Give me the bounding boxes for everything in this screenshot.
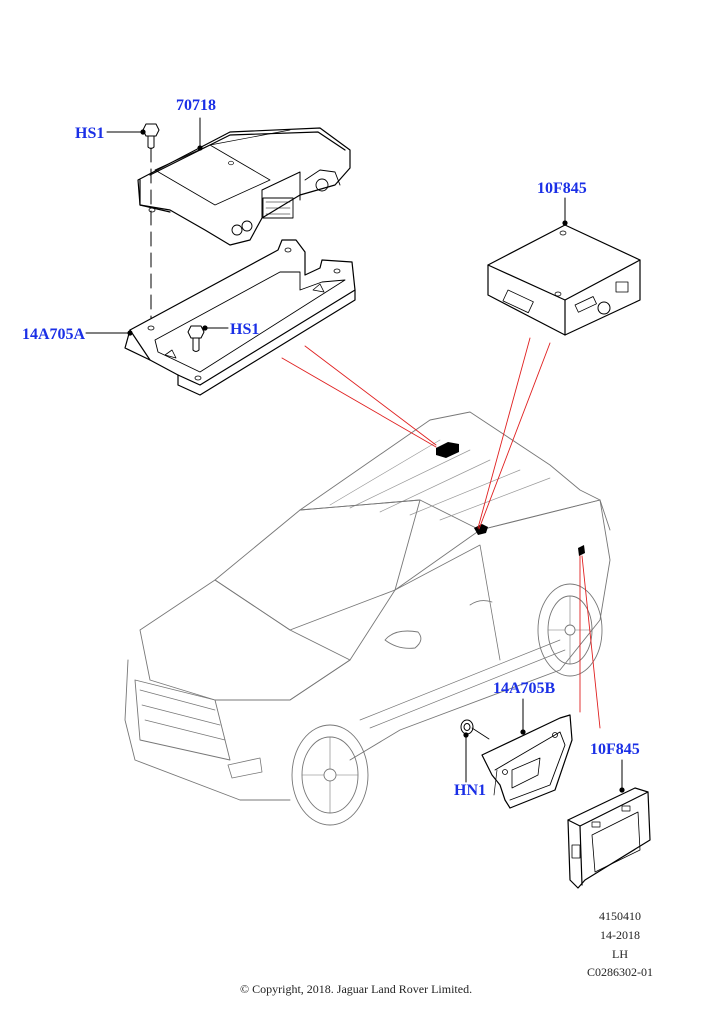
callout-anchor-dots	[127, 129, 625, 793]
callout-14a705a[interactable]: 14A705A	[22, 326, 86, 343]
callout-hs1-top[interactable]: HS1	[75, 125, 105, 142]
location-leader-lines	[281, 337, 601, 729]
callout-70718[interactable]: 70718	[176, 97, 216, 114]
location-marker-roof-rear	[474, 524, 488, 535]
module-10f845-top	[487, 224, 641, 336]
module-10f845-bottom	[567, 787, 651, 889]
callout-hs1-bracket[interactable]: HS1	[230, 321, 260, 338]
nut-hn1	[460, 719, 490, 740]
vehicle-drawing	[124, 411, 611, 826]
bracket-14a705a	[124, 239, 356, 396]
date-code: 14-2018	[600, 928, 640, 942]
callout-10f845-bottom[interactable]: 10F845	[590, 741, 640, 758]
illustration-code: C0286302-01	[587, 965, 653, 979]
side-indicator: LH	[612, 947, 628, 961]
callout-leader-lines	[85, 117, 623, 791]
callout-hn1[interactable]: HN1	[454, 782, 486, 799]
bolt-hs1-top	[142, 123, 160, 149]
reference-number: 4150410	[599, 909, 641, 923]
bracket-14a705b	[481, 714, 573, 809]
control-module-70718	[137, 127, 351, 246]
location-marker-quarter-panel	[578, 545, 585, 556]
callout-14a705b[interactable]: 14A705B	[493, 680, 556, 697]
copyright-notice: © Copyright, 2018. Jaguar Land Rover Lim…	[240, 982, 473, 996]
bolt-hs1-bracket	[187, 325, 205, 352]
callout-10f845-top[interactable]: 10F845	[537, 180, 587, 197]
location-markers	[436, 442, 585, 556]
location-marker-roof-front	[436, 442, 459, 458]
